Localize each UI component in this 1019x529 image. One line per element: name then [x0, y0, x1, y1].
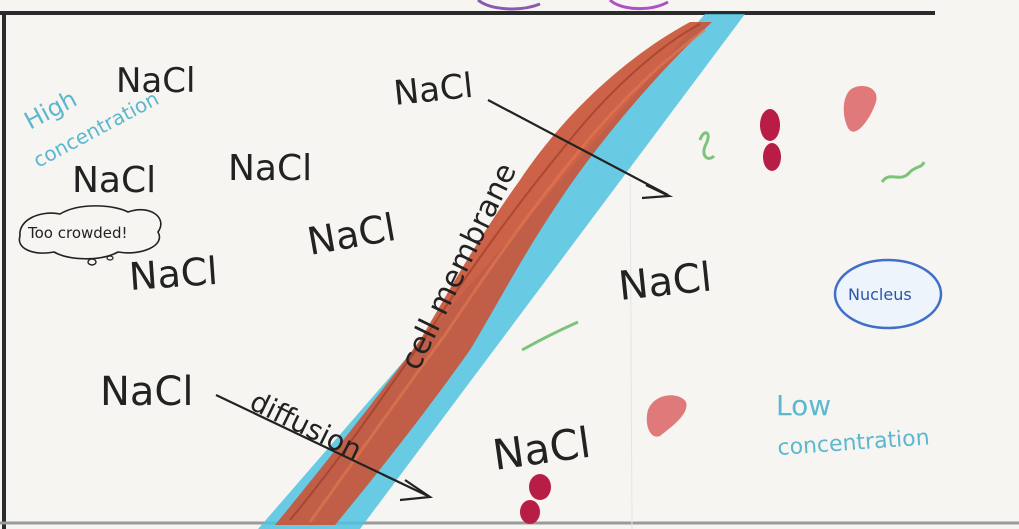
- nacl-molecule: NaCl: [128, 249, 220, 299]
- pink-organelle: [647, 395, 687, 436]
- red-organelle: [763, 143, 781, 171]
- nacl-molecule: NaCl: [490, 418, 594, 480]
- partial-top-shape: [610, 0, 668, 9]
- nacl-molecule: NaCl: [304, 205, 399, 264]
- pink-organelle: [844, 86, 877, 132]
- red-organelle: [760, 109, 780, 141]
- red-organelle: [529, 474, 551, 500]
- red-organelle: [520, 500, 540, 524]
- nacl-molecule: NaCl: [392, 66, 475, 114]
- paper-fold-line: [630, 150, 632, 529]
- nacl-molecule: NaCl: [228, 148, 312, 189]
- nacl-molecule-diffusing: NaCl: [100, 369, 193, 415]
- partial-top-shape: [478, 0, 540, 9]
- membrane-crossing-arrowhead: [642, 185, 669, 198]
- nucleus-label: Nucleus: [848, 285, 912, 304]
- low-concentration-label-line1: Low: [776, 389, 831, 422]
- too-crowded-label: Too crowded!: [27, 224, 128, 242]
- green-organelle: [522, 322, 578, 350]
- green-organelle: [700, 133, 714, 159]
- green-organelle: [882, 162, 924, 182]
- nacl-molecule: NaCl: [116, 61, 195, 101]
- nucleus: Nucleus: [835, 260, 941, 328]
- nacl-molecule: NaCl: [616, 254, 714, 310]
- low-concentration-label-line2: concentration: [777, 425, 931, 461]
- nacl-molecule: NaCl: [72, 160, 156, 201]
